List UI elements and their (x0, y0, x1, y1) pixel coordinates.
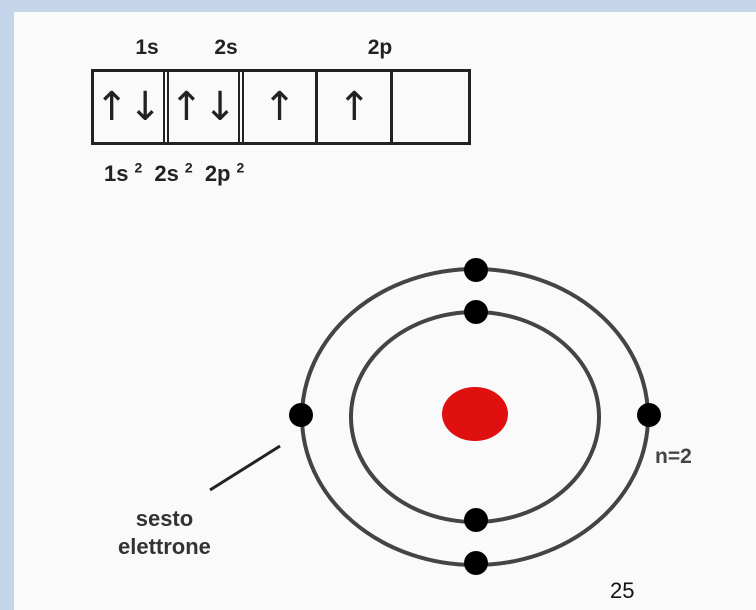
electron (464, 508, 488, 532)
electron (464, 300, 488, 324)
page-number: 25 (610, 578, 634, 604)
electron (289, 403, 313, 427)
electron (464, 551, 488, 575)
callout-line (210, 446, 280, 490)
nucleus (442, 387, 508, 441)
electron (464, 258, 488, 282)
shell-label: n=2 (655, 445, 692, 469)
sixth-electron-callout: sesto elettrone (118, 505, 211, 561)
electron (637, 403, 661, 427)
